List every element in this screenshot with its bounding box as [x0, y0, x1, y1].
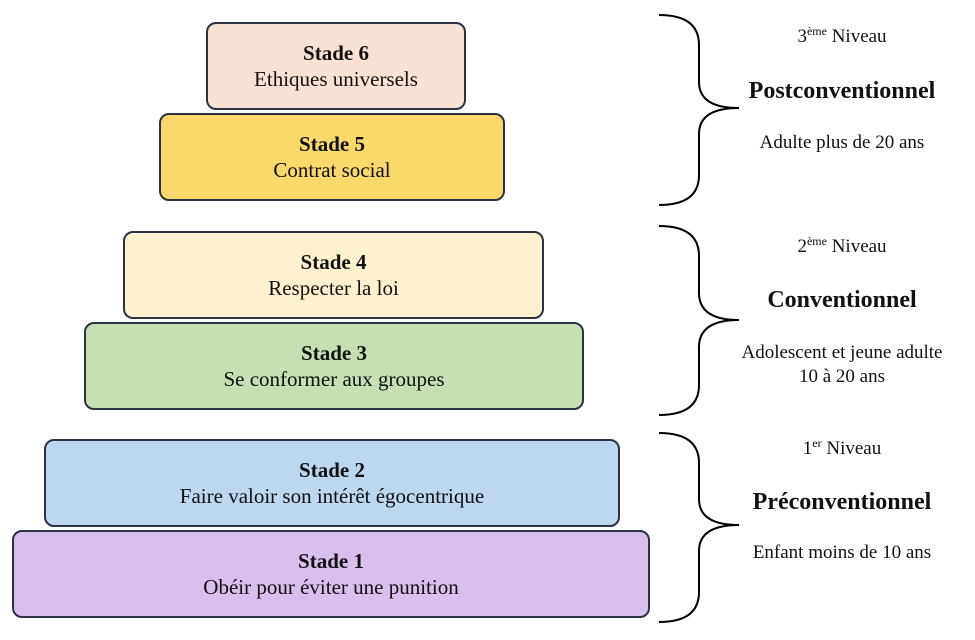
stage-1-box: Stade 1 Obéir pour éviter une punition	[12, 530, 650, 618]
brace-level-2	[658, 225, 740, 416]
stage-5-title: Stade 5	[299, 132, 365, 156]
stage-1-description: Obéir pour éviter une punition	[203, 575, 459, 599]
stage-4-title: Stade 4	[300, 250, 367, 274]
stage-3-title: Stade 3	[301, 341, 367, 365]
level-1-age: Enfant moins de 10 ans	[752, 542, 932, 563]
brace-level-1	[658, 432, 740, 623]
level-1-group: 1er Niveau Préconventionnel Enfant moins…	[712, 437, 972, 565]
level-2-age-line-1: Adolescent et jeune adulte	[741, 342, 943, 363]
stage-2-description: Faire valoir son intérêt égocentrique	[179, 484, 485, 508]
stage-6-box: Stade 6 Ethiques universels	[206, 22, 466, 110]
stage-2-title: Stade 2	[299, 458, 365, 482]
level-1-name: Préconventionnel	[752, 489, 932, 515]
level-2-age-line-2: 10 à 20 ans	[798, 366, 885, 387]
stage-5-box: Stade 5 Contrat social	[159, 113, 505, 201]
stage-3-description: Se conformer aux groupes	[223, 367, 445, 391]
level-2-group: 2ème Niveau Conventionnel Adolescent et …	[712, 235, 972, 389]
stage-3-box: Stade 3 Se conformer aux groupes	[84, 322, 584, 410]
level-2-label: 2ème Niveau	[797, 234, 887, 257]
level-3-name: Postconventionnel	[748, 78, 936, 104]
stage-1-title: Stade 1	[298, 549, 364, 573]
stage-5-description: Contrat social	[273, 158, 391, 182]
stage-4-box: Stade 4 Respecter la loi	[123, 231, 544, 319]
stage-6-description: Ethiques universels	[254, 67, 418, 91]
level-1-label: 1er Niveau	[802, 436, 882, 459]
level-3-group: 3ème Niveau Postconventionnel Adulte plu…	[712, 0, 972, 210]
level-3-age: Adulte plus de 20 ans	[759, 132, 925, 153]
stage-4-description: Respecter la loi	[268, 276, 399, 300]
brace-level-3	[658, 14, 740, 206]
level-3-label: 3ème Niveau	[797, 24, 887, 47]
stage-6-title: Stade 6	[303, 41, 369, 65]
stage-2-box: Stade 2 Faire valoir son intérêt égocent…	[44, 439, 620, 527]
level-2-name: Conventionnel	[767, 287, 917, 313]
